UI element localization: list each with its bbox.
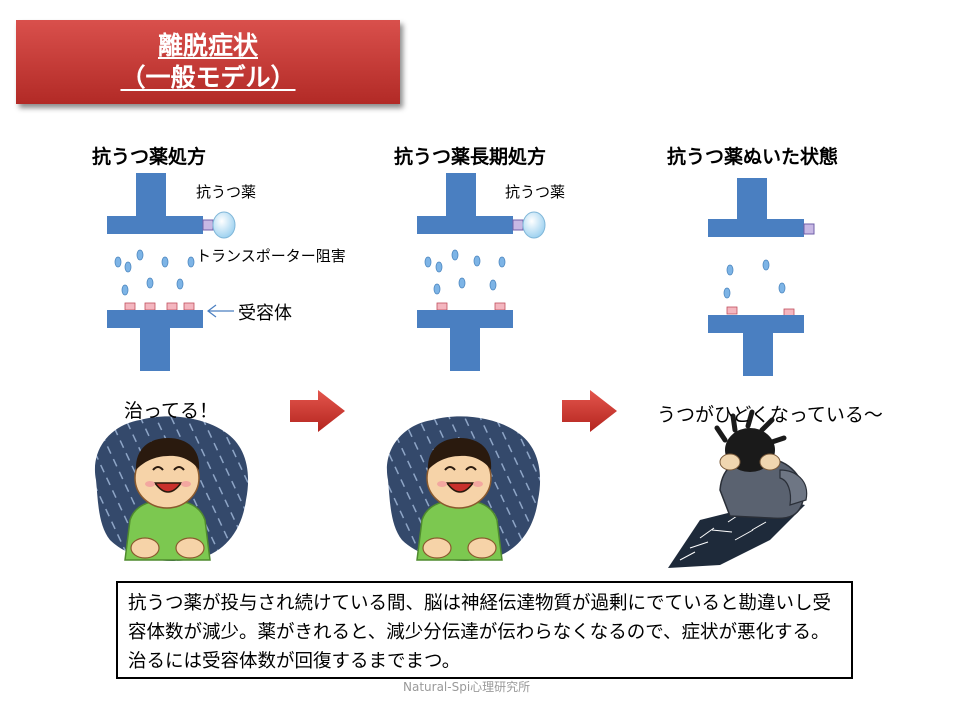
neuron-presynaptic-1 — [107, 173, 203, 234]
happy-boy-illustration — [386, 416, 541, 561]
neuron-presynaptic-3 — [708, 178, 804, 237]
drug-molecule-2 — [522, 211, 546, 239]
receptors-1 — [124, 302, 195, 311]
receptor-pointer-arrow — [207, 304, 234, 318]
happy-boy-illustration — [94, 416, 249, 561]
depressed-person-illustration — [668, 409, 808, 568]
right-arrow-icon — [290, 390, 345, 432]
neurotransmitter-vesicles-3 — [723, 259, 786, 299]
footer-credit: Natural-Spi心理研究所 — [403, 680, 531, 694]
right-arrow-icon — [562, 390, 617, 432]
description-text: 抗うつ薬が投与され続けている間、脳は神経伝達物質が過剰にでていると勘違いし受容体… — [128, 593, 832, 672]
column-heading-withdrawal: 抗うつ薬ぬいた状態 — [667, 146, 839, 168]
speech-cured: 治ってる！ — [124, 400, 219, 422]
neuron-postsynaptic-3 — [708, 315, 804, 376]
neuron-presynaptic-2 — [417, 173, 513, 234]
column-heading-prescription: 抗うつ薬処方 — [92, 146, 207, 168]
receptors-3 — [726, 306, 795, 317]
drug-label-2: 抗うつ薬 — [505, 183, 566, 201]
neurotransmitter-vesicles-2 — [424, 249, 506, 295]
transporter-inhibition-label: トランスポーター阻害 — [196, 247, 346, 265]
receptor-label: 受容体 — [238, 303, 292, 324]
drug-label-1: 抗うつ薬 — [196, 183, 257, 201]
neuron-postsynaptic-1 — [107, 310, 203, 371]
title-line-2: （一般モデル） — [120, 63, 296, 92]
speech-worse: うつがひどくなっている～ — [657, 404, 883, 426]
transporter-1 — [202, 219, 214, 231]
neuron-postsynaptic-2 — [417, 310, 513, 371]
transporter-3 — [803, 223, 815, 235]
title-line-1: 離脱症状 — [157, 31, 258, 60]
drug-molecule-1 — [212, 211, 236, 239]
transporter-2 — [512, 219, 524, 231]
slide-title: 離脱症状 （一般モデル） — [16, 20, 400, 104]
description-box: 抗うつ薬が投与され続けている間、脳は神経伝達物質が過剰にでていると勘違いし受容体… — [116, 581, 853, 679]
neurotransmitter-vesicles-1 — [114, 249, 195, 296]
column-heading-long-term: 抗うつ薬長期処方 — [394, 146, 547, 168]
receptors-2 — [436, 302, 506, 311]
